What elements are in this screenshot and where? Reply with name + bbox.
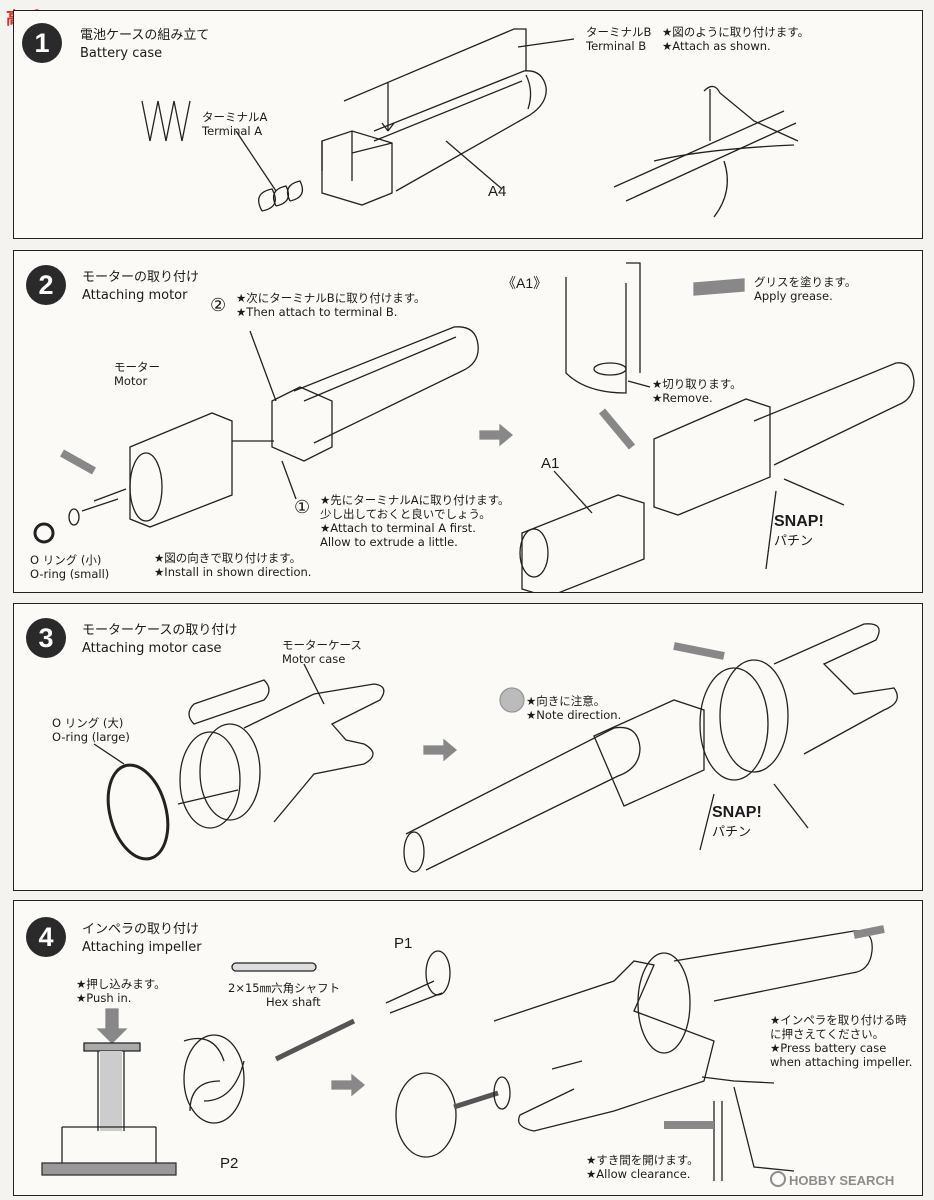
- snap-label-jp: パチン: [712, 825, 752, 840]
- motor-case-icon: [179, 731, 241, 829]
- grease-jp: グリスを塗ります。: [754, 275, 857, 289]
- attach-note-jp: ★図のように取り付けます。: [662, 25, 810, 39]
- step-2-title-jp: モーターの取り付け: [82, 270, 200, 285]
- step-arrow-icon: [331, 1073, 366, 1097]
- clearance-en: ★Allow clearance.: [586, 1167, 691, 1181]
- step-3-diagram: [93, 623, 898, 873]
- step-1-diagram: [141, 28, 799, 218]
- snap-label-en: SNAP!: [774, 513, 824, 530]
- push-arrow-icon: [96, 1008, 128, 1044]
- clearance-jp: ★すき間を開けます。: [586, 1153, 699, 1167]
- motor-label-jp: モーター: [114, 360, 160, 374]
- snap-label-jp: パチン: [774, 534, 814, 549]
- motor-icon: [129, 412, 233, 528]
- press-note-en2: when attaching impeller.: [770, 1055, 913, 1069]
- terminal-a-label-en: Terminal A: [202, 124, 263, 138]
- step-1-title-en: Battery case: [80, 46, 163, 61]
- terminal-b-wire-icon: [343, 28, 527, 102]
- step-3-panel: 3 モーターケースの取り付け Attaching motor case モーター…: [13, 603, 923, 891]
- terminal-b-detail-icon: [703, 85, 799, 142]
- oring-small-en: O-ring (small): [30, 567, 110, 581]
- step-2-number: 2: [26, 265, 66, 305]
- a1-label: A1: [541, 455, 560, 472]
- press-note-jp2: に押さえてください。: [770, 1027, 885, 1041]
- impeller-p2-icon: [183, 1034, 245, 1124]
- hex-shaft-jp: 2×15㎜六角シャフト: [228, 981, 341, 995]
- then-terminal-b-en: ★Then attach to terminal B.: [236, 305, 398, 319]
- watermark-text: HOBBY SEARCH: [789, 1173, 895, 1188]
- step-arrow-icon: [479, 423, 514, 447]
- press-note-en1: ★Press battery case: [770, 1041, 887, 1055]
- remove-en: ★Remove.: [652, 391, 713, 405]
- oring-small-jp: O リング (小): [30, 553, 102, 567]
- step-1-panel: 1 電池ケースの組み立て Battery case ターミナルA Termina…: [13, 10, 923, 239]
- motor-label-en: Motor: [114, 374, 148, 388]
- oring-large-jp: O リング (大): [52, 716, 124, 730]
- oring-small-icon: [33, 522, 55, 544]
- step-4-number: 4: [26, 917, 66, 957]
- terminal-a-label-jp: ターミナルA: [202, 110, 268, 124]
- remove-jp: ★切り取ります。: [652, 377, 742, 391]
- step-arrow-icon: [423, 738, 458, 762]
- step-4-title-jp: インペラの取り付け: [82, 922, 200, 937]
- watermark-logo-icon: [770, 1171, 786, 1187]
- step-3-title-en: Attaching motor case: [82, 641, 222, 656]
- first-terminal-a-jp2: 少し出しておくと良いでしょう。: [320, 507, 491, 521]
- install-direction-jp: ★図の向きで取り付けます。: [154, 551, 302, 565]
- oring-large-en: O-ring (large): [52, 730, 130, 744]
- first-terminal-a-jp1: ★先にターミナルAに取り付けます。: [320, 493, 510, 507]
- push-in-en: ★Push in.: [76, 991, 132, 1005]
- step-4-panel: 4 インペラの取り付け Attaching impeller ★押し込みます。 …: [13, 900, 923, 1196]
- a1-bracket-label: 《A1》: [502, 275, 548, 291]
- motor-case-label-jp: モーターケース: [282, 638, 362, 652]
- spring-a-mounted-icon: [258, 180, 304, 212]
- hex-shaft-en: Hex shaft: [266, 995, 321, 1009]
- step-3-title-jp: モーターケースの取り付け: [82, 623, 238, 638]
- install-direction-en: ★Install in shown direction.: [154, 565, 312, 579]
- terminal-b-label-jp: ターミナルB: [586, 25, 652, 39]
- circled-2: ②: [210, 295, 227, 315]
- step-2-diagram: [33, 262, 915, 592]
- part-p1-label: P1: [394, 935, 413, 952]
- step-1-title-jp: 電池ケースの組み立て: [80, 28, 210, 43]
- hobby-search-watermark: HOBBY SEARCH: [770, 1171, 894, 1188]
- step-1-number: 1: [22, 23, 62, 63]
- snap-label-en: SNAP!: [712, 804, 762, 821]
- press-note-jp1: ★インペラを取り付ける時: [770, 1013, 907, 1027]
- part-p1-icon: [425, 950, 451, 996]
- note-burst-icon: [499, 687, 525, 713]
- step-2-title-en: Attaching motor: [82, 288, 188, 303]
- a1-bracket-icon: [565, 277, 627, 394]
- grease-icon: [693, 278, 745, 296]
- push-in-jp: ★押し込みます。: [76, 977, 166, 991]
- terminal-b-label-en: Terminal B: [586, 39, 647, 53]
- step-2-panel: 2 モーターの取り付け Attaching motor ② ★次にターミナルBに…: [13, 250, 923, 593]
- motor-case-label-en: Motor case: [282, 652, 346, 666]
- attach-note-en: ★Attach as shown.: [662, 39, 771, 53]
- end-cap-icon: [321, 130, 393, 206]
- end-cap-icon: [271, 386, 333, 462]
- first-terminal-a-en2: Allow to extrude a little.: [320, 535, 458, 549]
- part-a4-label: A4: [488, 183, 507, 200]
- first-terminal-a-en1: ★Attach to terminal A first.: [320, 521, 476, 535]
- part-p2-label: P2: [220, 1155, 239, 1172]
- oring-large-icon: [106, 763, 170, 861]
- step-4-title-en: Attaching impeller: [82, 940, 202, 955]
- step-4-diagram: [41, 925, 885, 1181]
- spring-a-icon: [141, 100, 191, 142]
- grease-en: Apply grease.: [754, 289, 833, 303]
- hex-shaft-sample-icon: [231, 962, 317, 972]
- step-3-number: 3: [26, 618, 66, 658]
- circled-1: ①: [294, 497, 311, 517]
- then-terminal-b-jp: ★次にターミナルBに取り付けます。: [236, 291, 426, 305]
- note-direction-jp: ★向きに注意。: [526, 694, 606, 708]
- note-direction-en: ★Note direction.: [526, 708, 622, 722]
